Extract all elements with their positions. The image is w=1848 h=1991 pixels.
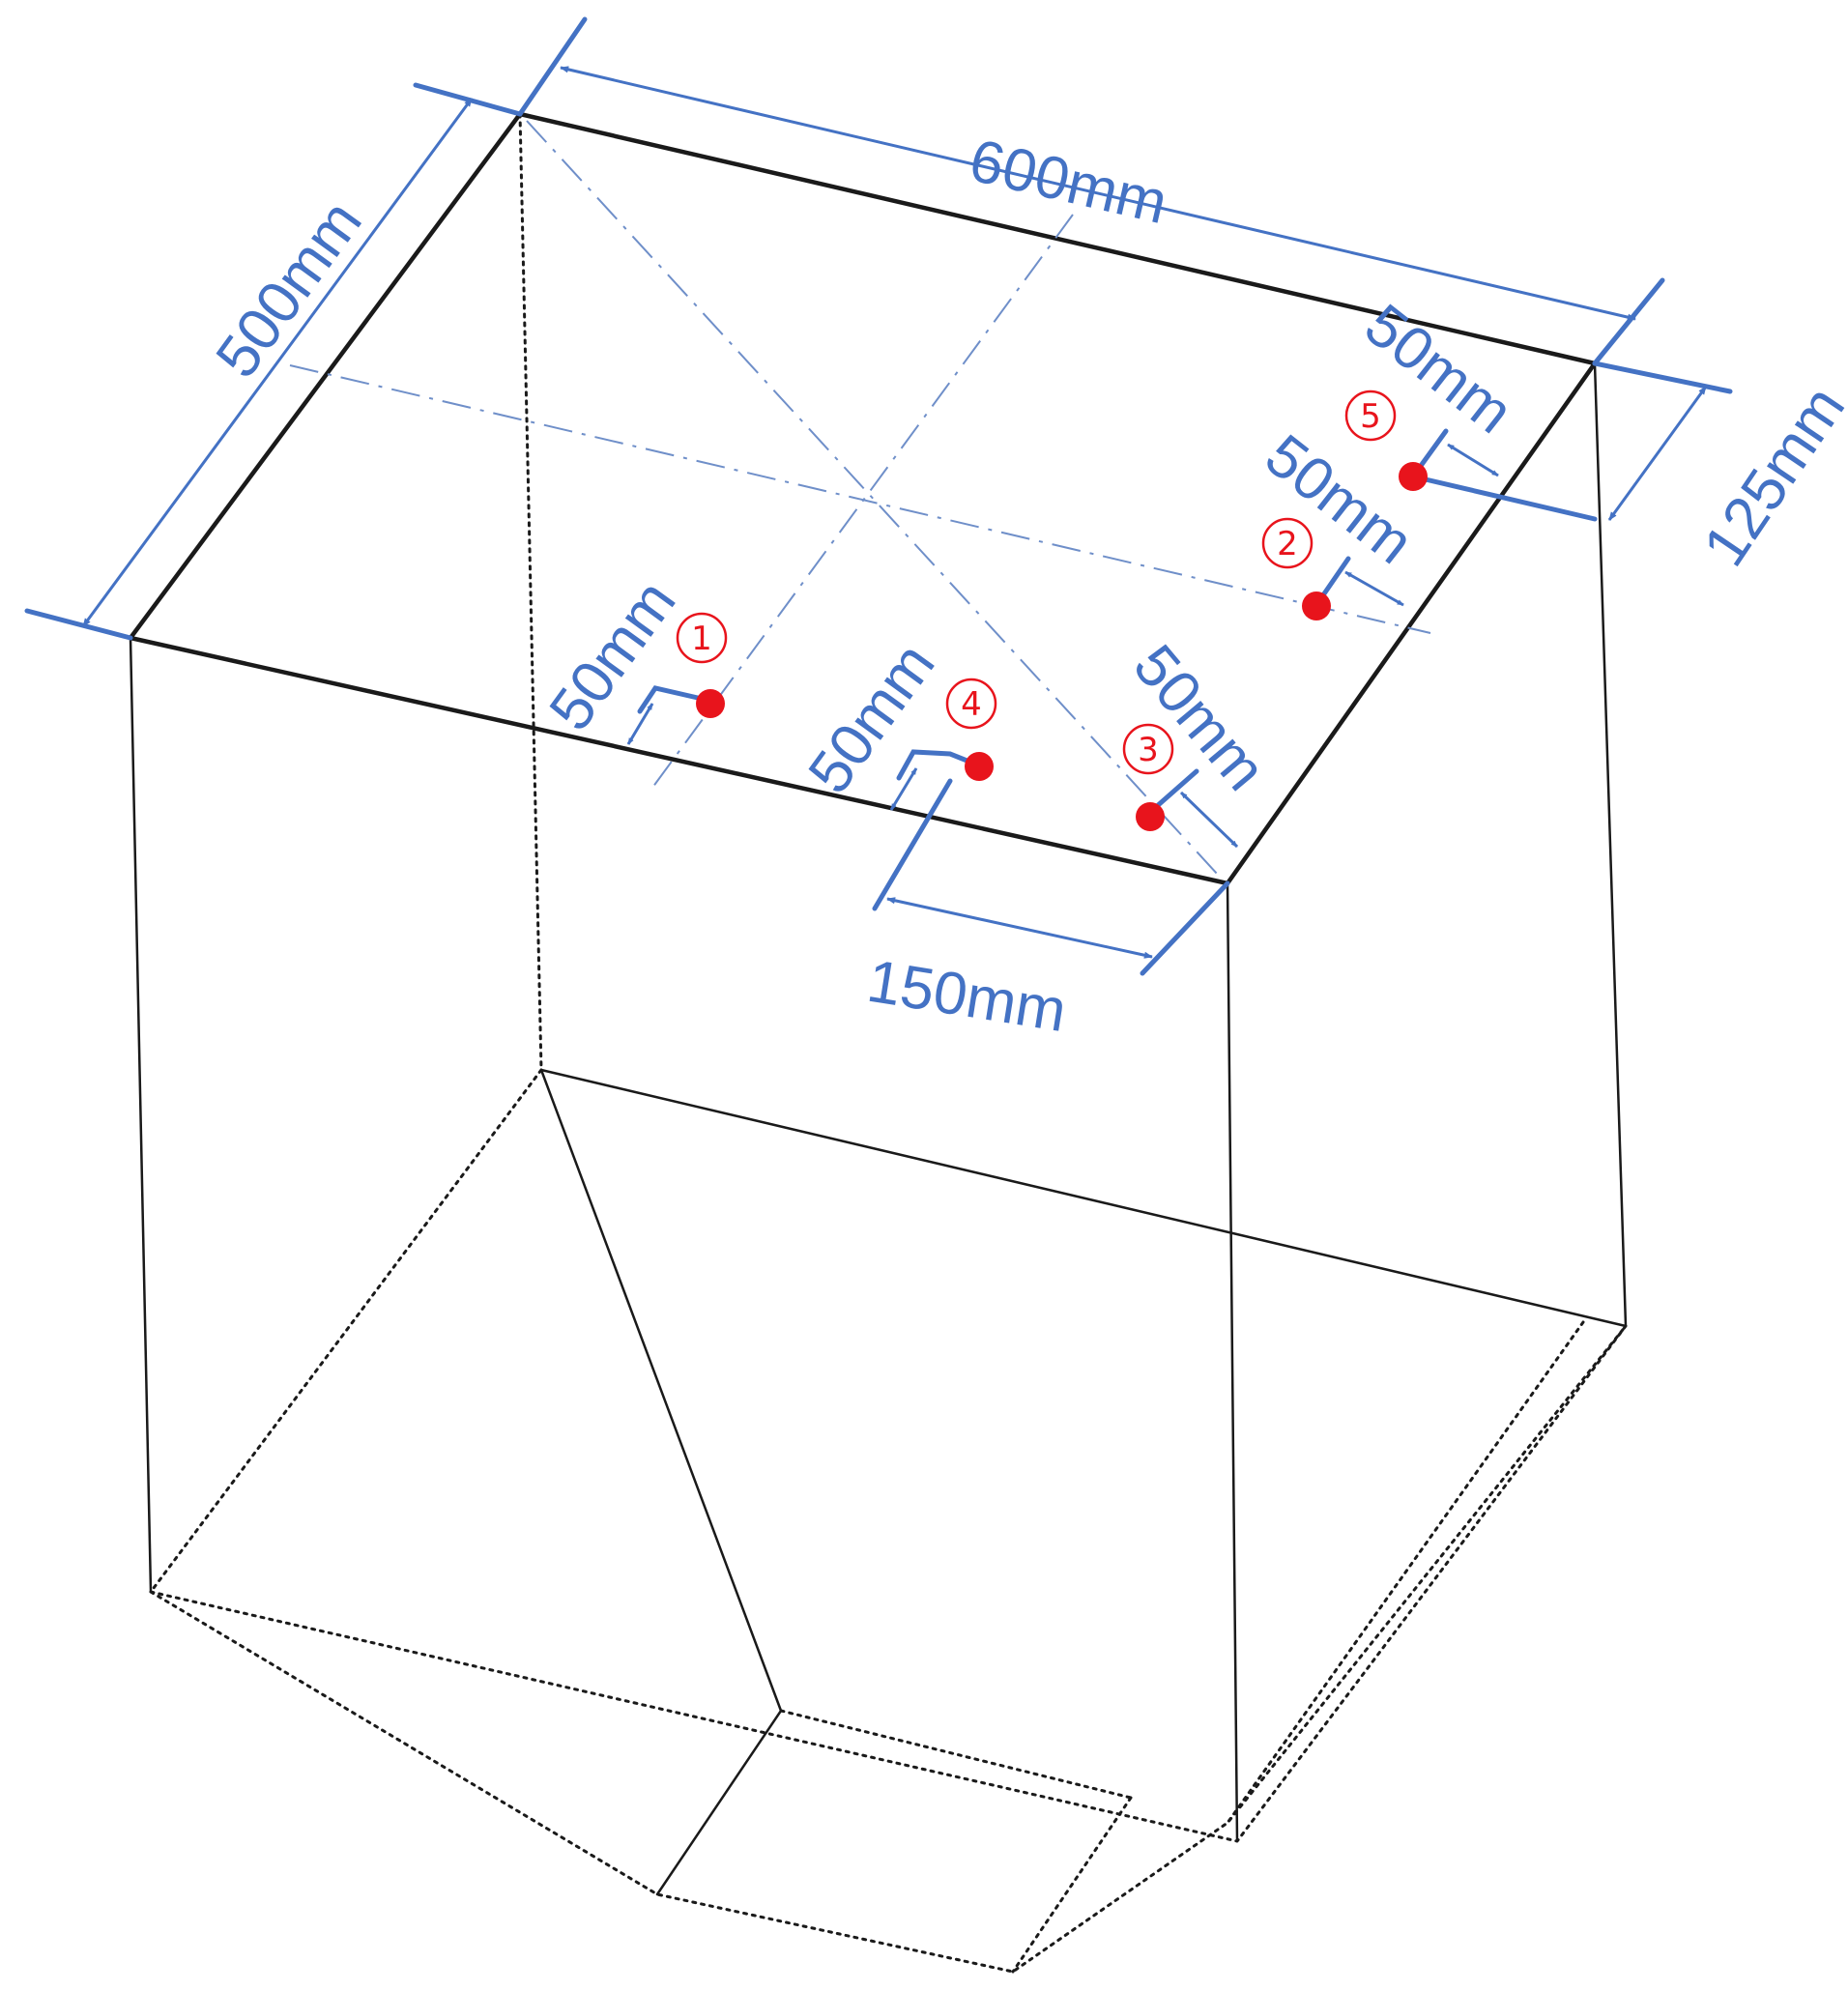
point3-dim-label: 50mm xyxy=(1120,633,1279,803)
dim-500-ext-top xyxy=(413,82,523,117)
dim-125-line xyxy=(1607,386,1708,521)
point1-label: 1 xyxy=(691,620,712,658)
point2-label-ring xyxy=(1261,517,1314,569)
point5-label-ring xyxy=(1344,390,1397,442)
measurement-point-1: 50mm 1 xyxy=(537,568,728,745)
dim-150-label: 150mm xyxy=(863,948,1071,1045)
hidden-vertical-edge xyxy=(518,112,543,1072)
hopper-inner-edge xyxy=(539,1068,783,1713)
measurement-point-5: 50mm 5 xyxy=(1344,292,1525,491)
measurement-point-3: 50mm 3 xyxy=(1120,633,1279,849)
dim-600-ext-left xyxy=(517,16,588,117)
point3-label: 3 xyxy=(1138,731,1159,769)
point1-dim-label: 50mm xyxy=(537,568,689,742)
point2-marker xyxy=(1302,592,1331,620)
box-bottom-edge xyxy=(149,1324,1628,1843)
dim-500-line xyxy=(81,98,474,627)
point3-label-ring xyxy=(1122,723,1174,775)
dim-150-ext-right xyxy=(1140,880,1230,976)
point1-dim-line xyxy=(626,703,654,745)
box-right-edge xyxy=(1593,361,1628,1328)
point5-dim-line xyxy=(1447,443,1499,477)
point4-dim-label: 50mm xyxy=(796,631,948,805)
measurement-point-2: 50mm 2 xyxy=(1253,422,1426,620)
point4-leader xyxy=(896,749,982,781)
point2-dim-line xyxy=(1344,570,1404,607)
dim-125-ext-top xyxy=(1592,361,1733,394)
box-left-edge xyxy=(129,636,153,1594)
point4-label-ring xyxy=(945,678,997,730)
hopper-inner-edge xyxy=(539,1068,1628,1328)
dim-600-ext-right xyxy=(1592,277,1665,366)
dimension-150: 150mm xyxy=(863,778,1230,1045)
box-edges xyxy=(128,111,1628,1974)
measurement-point-4: 50mm 4 xyxy=(796,631,997,811)
dim-125-label: 125mm xyxy=(1690,375,1848,578)
hidden-edges xyxy=(149,112,1628,1974)
hopper-hidden-edge xyxy=(1226,1320,1585,1825)
box-front-edge xyxy=(1226,881,1239,1843)
point4-dim-line xyxy=(889,767,918,811)
hopper-outline xyxy=(149,1324,1628,1974)
dimension-600: 600mm xyxy=(517,16,1665,366)
long-centerline xyxy=(289,364,1431,634)
hopper-hidden-edge xyxy=(149,1068,543,1594)
point1-label-ring xyxy=(676,612,728,664)
dim-125-ext-bottom xyxy=(1410,474,1598,522)
point4-marker xyxy=(965,752,994,781)
point1-marker xyxy=(696,689,725,718)
dim-150-line xyxy=(886,897,1153,959)
hopper-hidden-edge xyxy=(779,1709,1133,1800)
dim-500-ext-bottom xyxy=(24,608,133,641)
dimension-500: 500mm xyxy=(24,82,523,641)
dim-600-line xyxy=(560,66,1636,321)
dim-150-ext-left xyxy=(872,778,953,911)
dim-500-label: 500mm xyxy=(204,188,375,390)
hopper-inner-edge xyxy=(655,1709,783,1896)
point5-label: 5 xyxy=(1360,397,1381,436)
point3-marker xyxy=(1136,802,1165,831)
point2-label: 2 xyxy=(1277,525,1298,563)
hopper-hidden-edge xyxy=(1011,1796,1133,1974)
point5-marker xyxy=(1399,462,1428,491)
point4-label: 4 xyxy=(961,685,982,724)
point3-dim-line xyxy=(1179,791,1239,849)
